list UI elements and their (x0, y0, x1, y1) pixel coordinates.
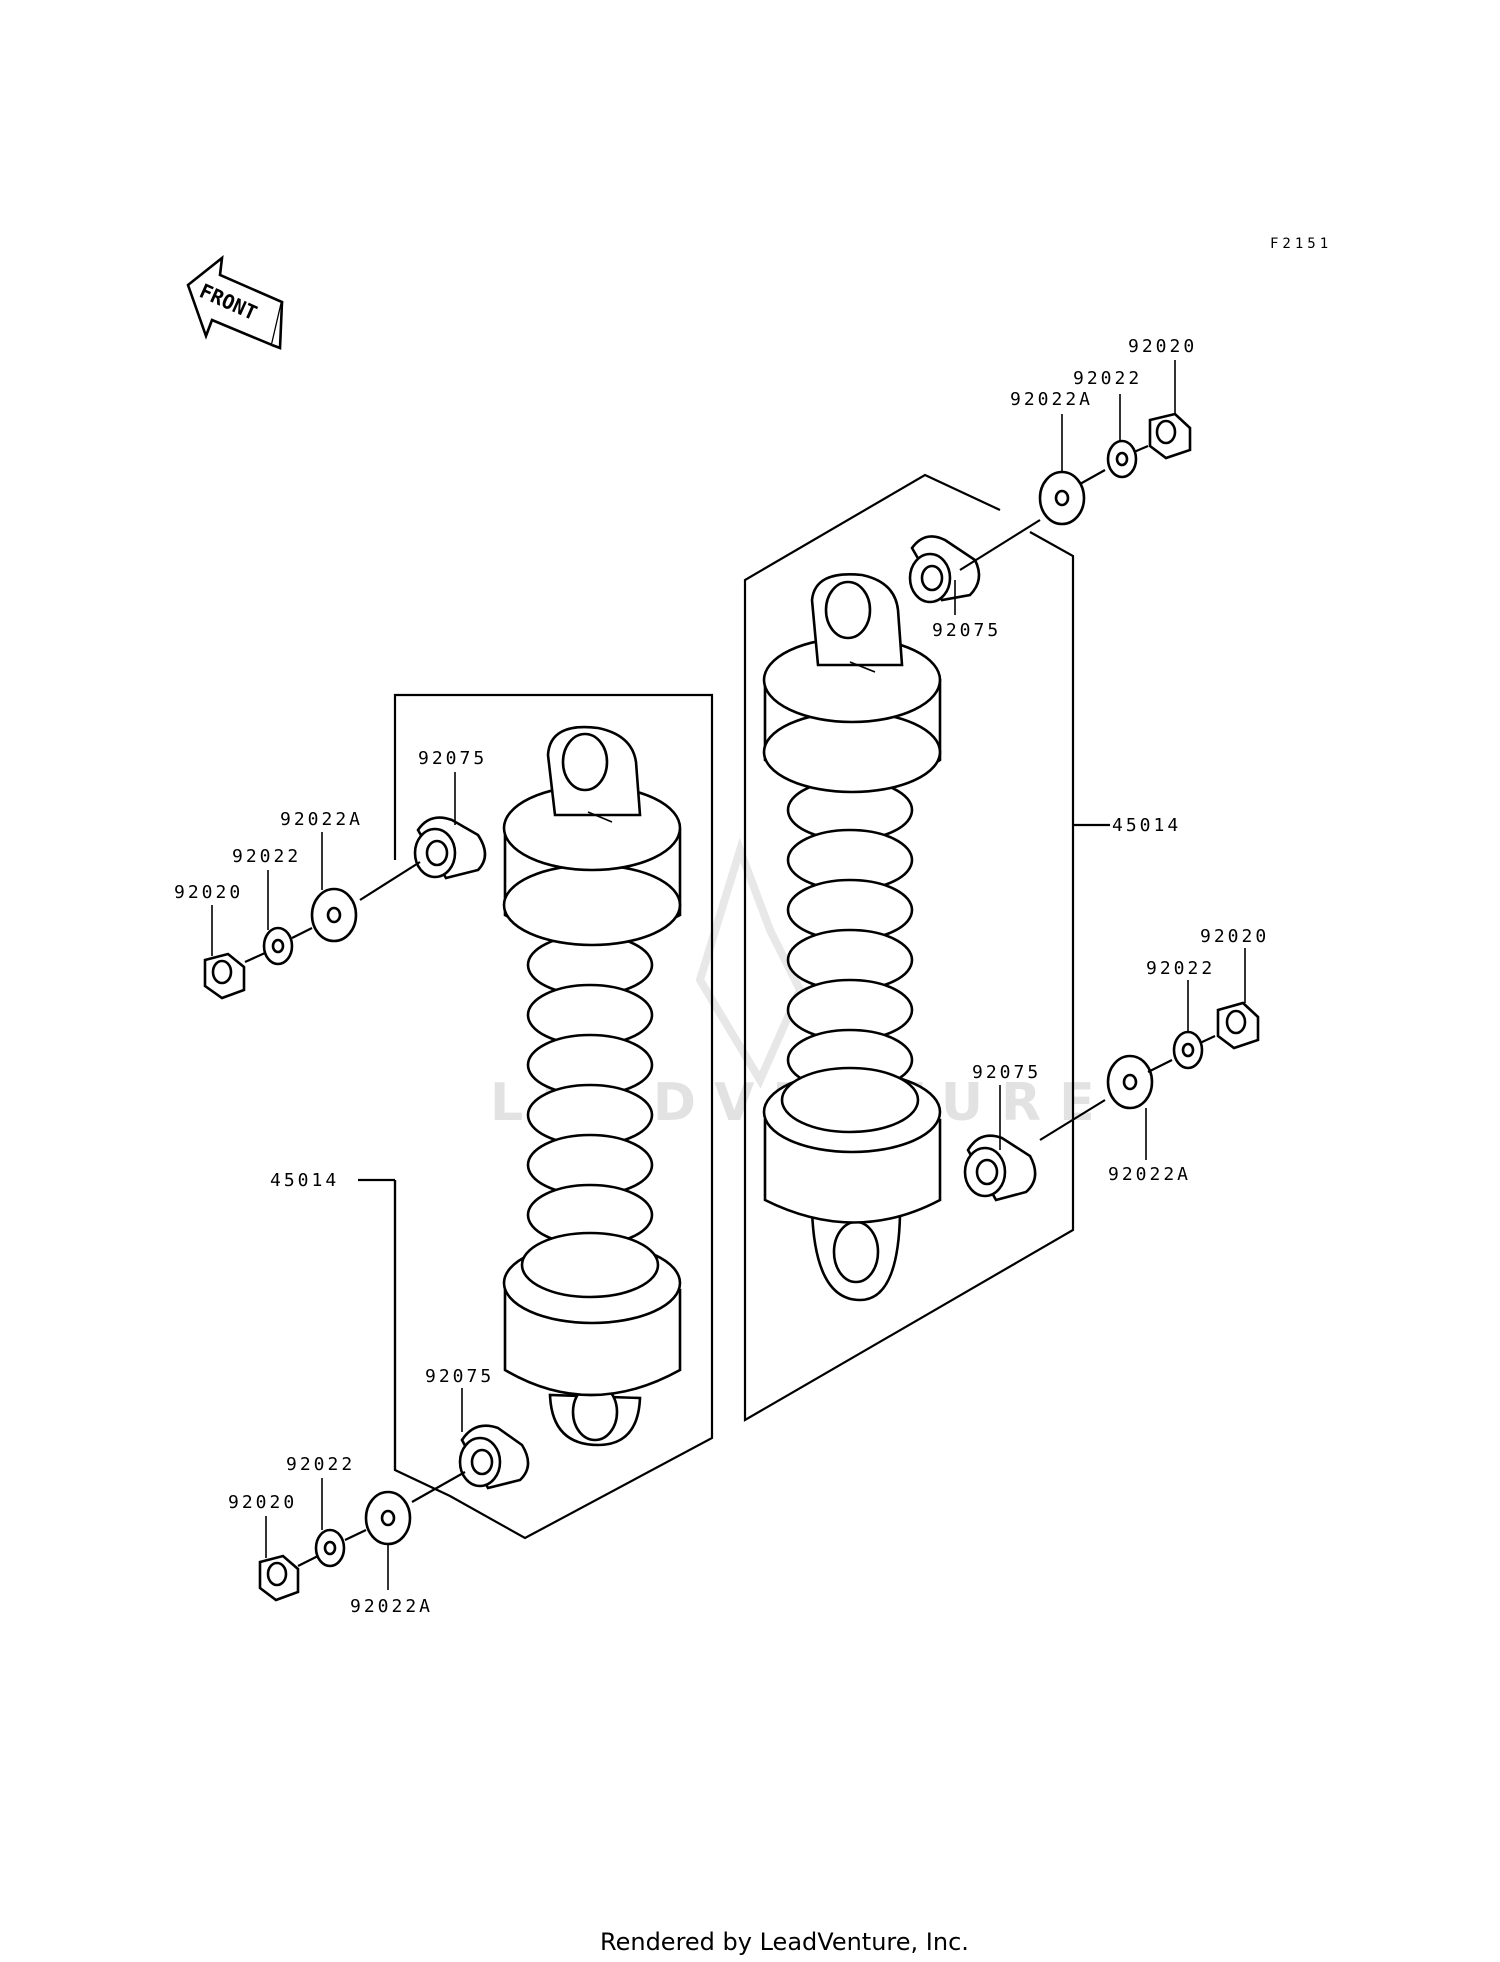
callout-l-bot-92075: 92075 (425, 1366, 494, 1387)
callout-l-top-92020: 92020 (174, 882, 243, 903)
callout-l-top-92075: 92075 (418, 748, 487, 769)
callout-r-top-92020: 92020 (1128, 336, 1197, 357)
callout-r-bot-92022: 92022 (1146, 958, 1215, 979)
right-top-nut-92020 (1148, 412, 1192, 460)
callout-labels: 92020 92022 92022A 92075 45014 92020 920… (174, 336, 1269, 1617)
right-top-washer-92022A (1038, 470, 1086, 526)
left-bottom-washer-92022A (364, 1490, 412, 1546)
callout-l-top-92022: 92022 (232, 846, 301, 867)
left-top-bushing (413, 816, 487, 880)
left-bottom-bushing (458, 1424, 530, 1490)
callout-r-bot-92022A: 92022A (1108, 1164, 1191, 1185)
left-bottom-nut-92020 (258, 1554, 300, 1602)
right-bottom-nut-92020 (1216, 1001, 1260, 1050)
right-shock-absorber (762, 573, 942, 1302)
callout-l-bot-92022A: 92022A (350, 1596, 433, 1617)
callout-r-top-92075: 92075 (932, 620, 1001, 641)
left-bottom-washer-92022 (314, 1528, 346, 1568)
left-top-washer-92022 (262, 926, 294, 966)
callout-l-bot-92020: 92020 (228, 1492, 297, 1513)
diagram-code: F2151 (1270, 236, 1332, 252)
callout-r-top-92022: 92022 (1073, 368, 1142, 389)
callout-r-bot-92075: 92075 (972, 1062, 1041, 1083)
right-bottom-washer-92022 (1172, 1030, 1204, 1070)
callout-l-bot-92022: 92022 (286, 1454, 355, 1475)
right-top-washer-92022 (1106, 439, 1138, 479)
right-bottom-washer-92022A (1106, 1054, 1154, 1110)
right-top-bushing (908, 535, 981, 604)
left-spring (520, 933, 660, 1299)
footer-credit: Rendered by LeadVenture, Inc. (600, 1928, 969, 1956)
left-top-nut-92020 (203, 952, 246, 1000)
left-shock-absorber (502, 725, 682, 1447)
callout-l-45014: 45014 (270, 1170, 339, 1191)
callout-l-top-92022A: 92022A (280, 809, 363, 830)
left-shock-assembly (203, 693, 714, 1602)
right-bottom-bushing (963, 1134, 1037, 1202)
left-top-washer-92022A (310, 887, 358, 943)
callout-r-top-92022A: 92022A (1010, 389, 1093, 410)
right-spring (780, 778, 920, 1134)
right-shock-assembly (743, 360, 1260, 1422)
callout-r-bot-92020: 92020 (1200, 926, 1269, 947)
callout-r-45014: 45014 (1112, 815, 1181, 836)
front-arrow-icon: FRONT (186, 255, 284, 350)
